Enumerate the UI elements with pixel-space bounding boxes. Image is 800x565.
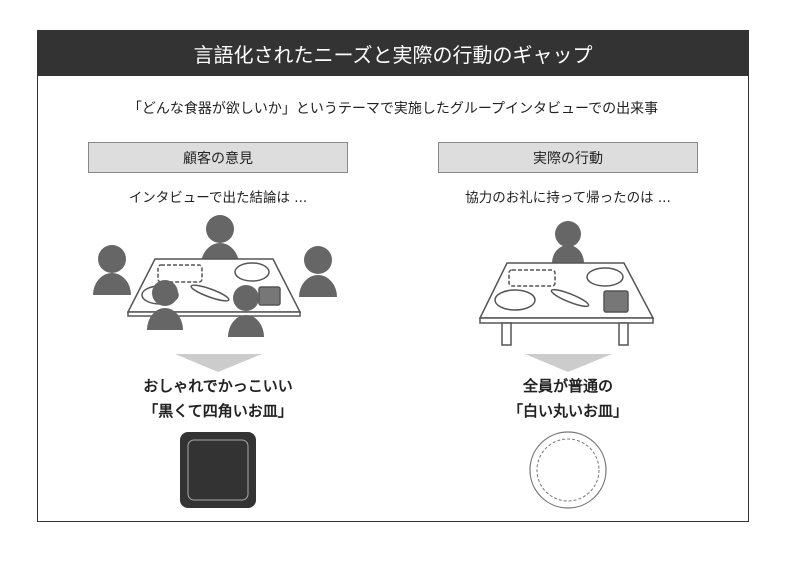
right-caption: 協力のお礼に持って帰ったのは ... bbox=[465, 190, 671, 206]
black-square-plate-icon bbox=[180, 432, 256, 508]
white-round-plate-icon bbox=[529, 431, 607, 509]
right-person-icon bbox=[552, 221, 584, 263]
page-title: 言語化されたニーズと実際の行動のギャップ bbox=[37, 30, 749, 76]
label-customer-opinion: 顧客の意見 bbox=[88, 142, 348, 173]
subtitle: 「どんな食器が欲しいか」というテーマで実施したグループインタビューでの出来事 bbox=[127, 101, 659, 117]
left-result-line2: 「黒くて四角いお皿」 bbox=[143, 402, 293, 420]
right-result-line1: 全員が普通の bbox=[522, 377, 613, 395]
right-arrow-down-icon bbox=[525, 354, 612, 372]
left-result: おしゃれでかっこいい 「黒くて四角いお皿」 bbox=[68, 374, 368, 424]
right-result-line2: 「白い丸いお皿」 bbox=[507, 402, 628, 420]
label-actual-behavior: 実際の行動 bbox=[438, 142, 698, 173]
left-arrow-down-icon bbox=[175, 354, 262, 372]
right-result: 全員が普通の 「白い丸いお皿」 bbox=[418, 374, 718, 424]
left-result-line1: おしゃれでかっこいい bbox=[143, 377, 293, 395]
left-people-front bbox=[147, 280, 264, 337]
left-caption: インタビューで出た結論は ... bbox=[128, 190, 308, 206]
right-table-icon bbox=[478, 262, 655, 346]
